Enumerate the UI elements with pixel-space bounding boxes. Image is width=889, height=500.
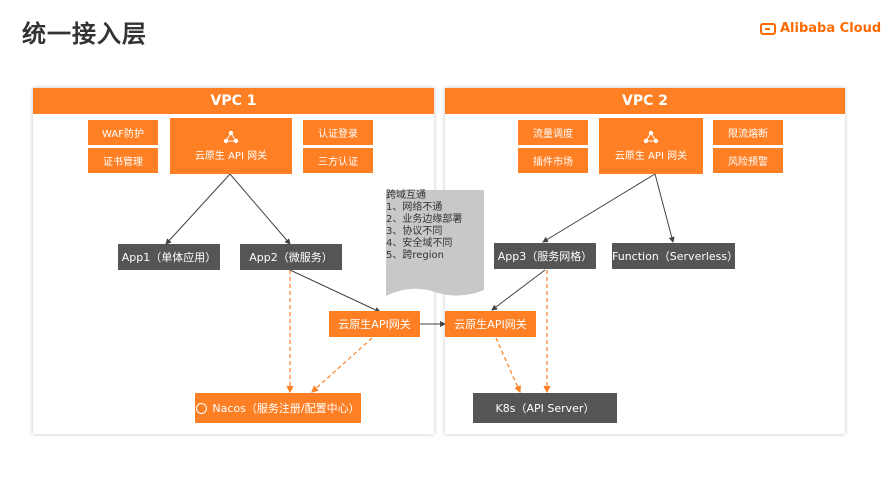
link-gw2-function bbox=[654, 173, 675, 243]
nacos-label: Nacos（服务注册/配置中心） bbox=[212, 402, 360, 415]
gateway-icon bbox=[643, 130, 659, 144]
function-box: Function（Serverless） bbox=[612, 243, 738, 269]
note-item: 4、安全域不同 bbox=[386, 238, 453, 249]
feature-traffic-scheduling: 流量调度 bbox=[518, 120, 588, 145]
link-gw1-app1 bbox=[165, 173, 231, 245]
gateway-vpc2: 云原生 API 网关 bbox=[599, 118, 703, 174]
gateway-icon bbox=[223, 130, 239, 144]
vpc1-panel: VPC 1 bbox=[33, 88, 434, 434]
gateway-vpc2-label: 云原生 API 网关 bbox=[614, 151, 688, 162]
note-shape bbox=[386, 190, 484, 296]
note-heading: 跨域互通 bbox=[386, 190, 426, 201]
nacos-box: Nacos（服务注册/配置中心） bbox=[195, 393, 361, 423]
gateway-vpc1-label: 云原生 API 网关 bbox=[194, 151, 268, 162]
note-item: 1、网络不通 bbox=[386, 202, 443, 213]
feature-rate-limiting: 限流熔断 bbox=[713, 120, 783, 145]
gateway-vpc1: 云原生 API 网关 bbox=[170, 118, 292, 174]
link-bridge1-nacos bbox=[311, 337, 373, 393]
app2-box: App2（微服务） bbox=[240, 244, 342, 270]
note-item: 3、协议不同 bbox=[386, 226, 443, 237]
vpc2-header: VPC 2 bbox=[445, 88, 845, 114]
alibaba-cloud-logo-icon bbox=[760, 22, 776, 35]
app1-box: App1（单体应用） bbox=[118, 244, 220, 270]
k8s-box: K8s（API Server） bbox=[473, 393, 617, 423]
feature-cert: 证书管理 bbox=[88, 148, 158, 173]
vpc1-header: VPC 1 bbox=[33, 88, 434, 114]
nacos-icon bbox=[196, 402, 208, 414]
bridge-gateway-vpc1: 云原生API网关 bbox=[329, 311, 420, 337]
cross-domain-note: 跨域互通 1、网络不通 2、业务边缘部署 3、协议不同 4、安全域不同 5、跨r… bbox=[386, 190, 482, 262]
link-bridge2-k8s bbox=[495, 337, 521, 394]
link-app2-bridge1 bbox=[289, 269, 381, 313]
link-gw1-app2 bbox=[229, 173, 291, 245]
note-item: 5、跨region bbox=[386, 250, 444, 261]
feature-auth-login: 认证登录 bbox=[303, 120, 373, 145]
feature-waf: WAF防护 bbox=[88, 120, 158, 145]
page-title: 统一接入层 bbox=[22, 20, 147, 48]
feature-third-party-auth: 三方认证 bbox=[303, 148, 373, 173]
brand-logo-text: Alibaba Cloud bbox=[780, 21, 882, 36]
link-app3-bridge2 bbox=[491, 269, 546, 311]
link-gw2-app3 bbox=[542, 173, 656, 243]
feature-plugin-market: 插件市场 bbox=[518, 148, 588, 173]
brand-logo: Alibaba Cloud bbox=[760, 21, 881, 36]
bridge-gateway-vpc2: 云原生API网关 bbox=[445, 311, 536, 337]
app3-box: App3（服务网格） bbox=[494, 243, 596, 269]
feature-risk-alert: 风险预警 bbox=[713, 148, 783, 173]
note-item: 2、业务边缘部署 bbox=[386, 214, 463, 225]
